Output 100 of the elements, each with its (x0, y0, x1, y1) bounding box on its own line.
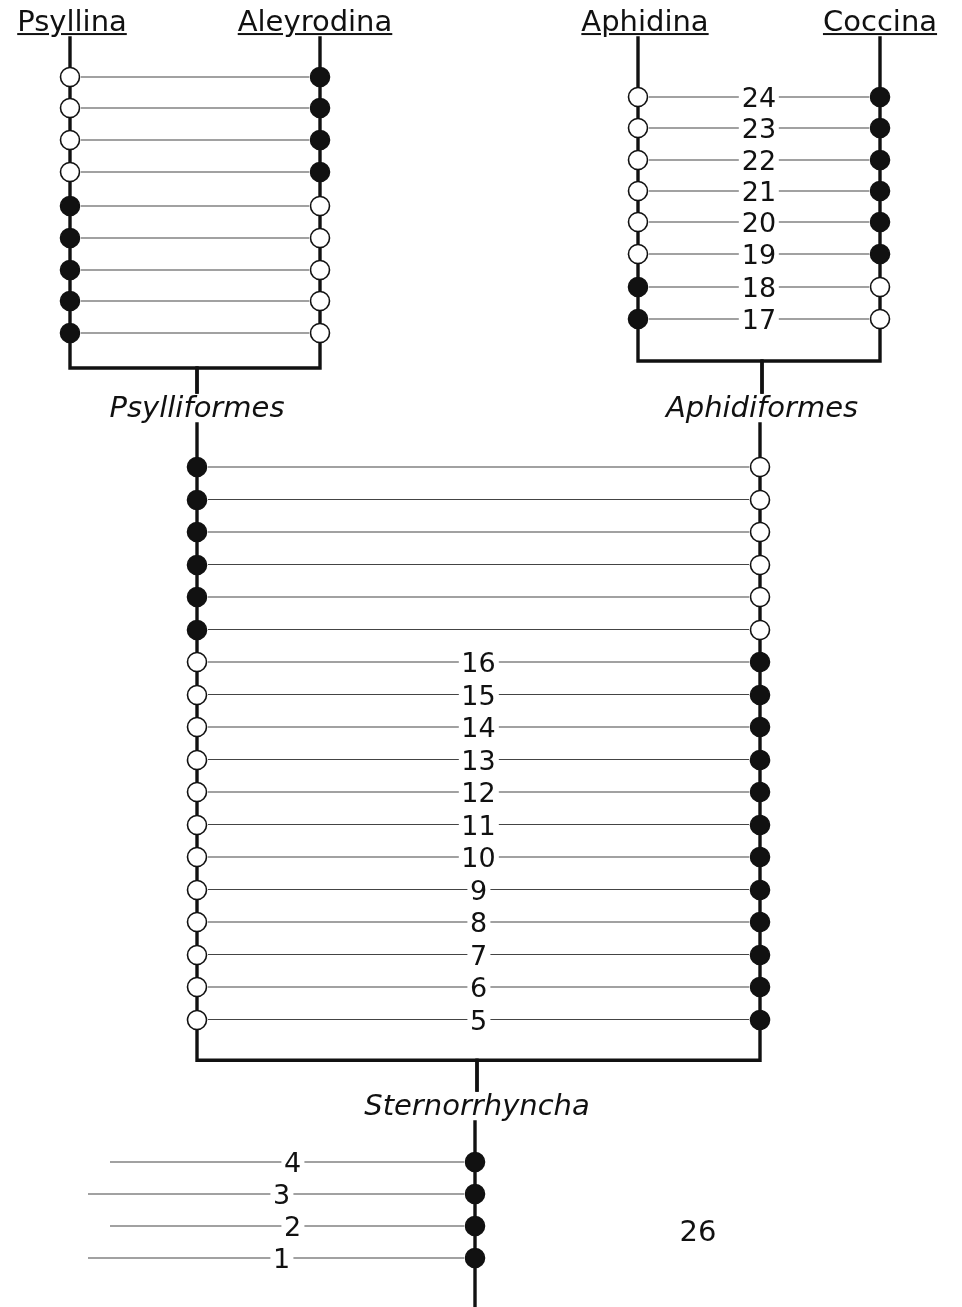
tree-branch (68, 279, 72, 292)
tree-branch (195, 866, 199, 881)
tree-branch (195, 736, 199, 751)
connector-line (87, 1257, 465, 1259)
taxon-name: Coccina (822, 6, 938, 38)
connector-line (207, 986, 750, 988)
open-circle (186, 748, 208, 771)
solid-dot (59, 195, 81, 217)
open-circle (59, 129, 81, 151)
solid-dot (464, 1183, 486, 1205)
solid-dot (464, 1215, 486, 1237)
tree-branch (68, 310, 72, 324)
solid-dot (869, 117, 891, 139)
open-circle (186, 976, 208, 998)
clade-name: Sternorrhyncha (364, 1090, 590, 1122)
tree-branch (636, 137, 640, 151)
tree-branch (68, 215, 72, 229)
solid-dot (186, 586, 208, 608)
connector-line (207, 693, 750, 696)
tree-branch (195, 703, 199, 718)
solid-dot (627, 308, 649, 330)
connector-line (80, 107, 310, 109)
tree-branch (318, 149, 322, 163)
open-circle (186, 846, 208, 868)
connector-line (80, 139, 310, 141)
connector-line (80, 205, 310, 207)
tree-branch (636, 296, 640, 310)
tree-branch (68, 181, 72, 197)
connector-line (207, 563, 750, 566)
tree-branch (68, 36, 72, 68)
connector-line (80, 76, 310, 78)
open-circle (627, 149, 649, 171)
connector-line (207, 466, 750, 468)
solid-dot (749, 1008, 771, 1031)
tree-branch (318, 247, 322, 261)
solid-dot (749, 943, 771, 966)
tree-branch (318, 215, 322, 229)
connector-line (207, 823, 750, 826)
tree-branch (195, 541, 199, 556)
solid-dot (749, 651, 771, 673)
tree-branch (195, 931, 199, 946)
open-circle (869, 308, 891, 330)
open-circle (186, 911, 208, 933)
tree-branch (68, 117, 72, 131)
tree-branch (760, 328, 882, 394)
tree-branch (878, 200, 882, 213)
solid-dot (186, 456, 208, 478)
taxon-name: Aleyrodina (237, 6, 393, 38)
open-circle (186, 943, 208, 966)
tree-branch (758, 736, 762, 751)
tree-branch (878, 106, 882, 119)
solid-dot (869, 86, 891, 108)
solid-dot (749, 683, 771, 706)
solid-dot (869, 243, 891, 265)
solid-dot (749, 781, 771, 803)
open-circle (186, 878, 208, 901)
open-circle (309, 227, 331, 249)
open-circle (59, 66, 81, 88)
open-circle (186, 1008, 208, 1031)
clade-name: Aphidiformes (665, 392, 859, 424)
open-circle (186, 813, 208, 836)
connector-line (207, 498, 750, 501)
tree-branch (318, 279, 322, 292)
tree-branch (195, 801, 199, 816)
connector-line (207, 758, 750, 761)
tree-branch (758, 671, 762, 686)
tree-branch (195, 833, 199, 848)
tree-branch (758, 833, 762, 848)
connector-line (80, 237, 310, 239)
open-circle (627, 211, 649, 233)
solid-dot (309, 66, 331, 88)
connector-line (109, 1161, 465, 1163)
solid-dot (186, 553, 208, 576)
open-circle (749, 618, 771, 641)
solid-dot (59, 290, 81, 312)
tree-branch (758, 898, 762, 913)
tree-branch (195, 963, 199, 978)
open-circle (627, 117, 649, 139)
tree-branch (878, 263, 882, 278)
connector-line (80, 300, 310, 302)
open-circle (309, 259, 331, 281)
solid-dot (749, 813, 771, 836)
tree-branch (473, 1235, 477, 1249)
tree-branch (636, 231, 640, 245)
tree-branch (758, 476, 762, 491)
connector-line (207, 888, 750, 891)
tree-branch (195, 606, 199, 621)
tree-branch (758, 768, 762, 783)
tree-branch (758, 703, 762, 718)
solid-dot (749, 878, 771, 901)
solid-dot (186, 618, 208, 641)
connector-line (80, 171, 310, 173)
solid-dot (59, 322, 81, 344)
open-circle (59, 97, 81, 119)
solid-dot (869, 180, 891, 202)
tree-branch (318, 181, 322, 197)
solid-dot (749, 911, 771, 933)
connector-line (207, 596, 750, 598)
solid-dot (869, 211, 891, 233)
tree-branch (758, 866, 762, 881)
